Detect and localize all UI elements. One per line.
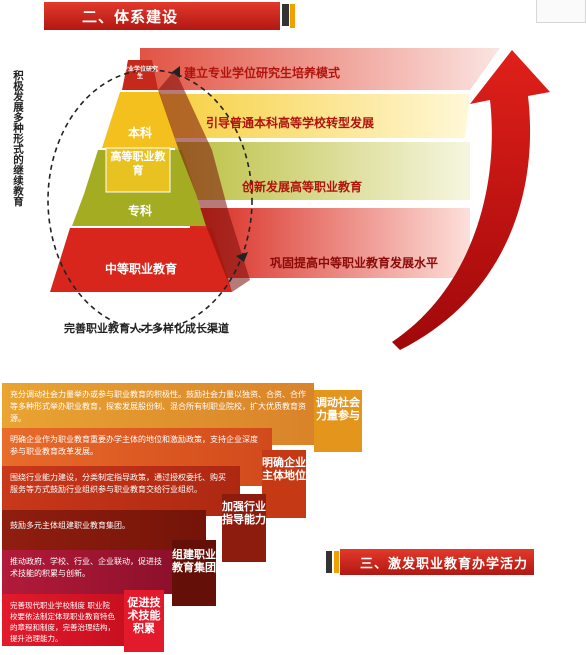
pyramid-level-college: 专科 <box>127 204 152 218</box>
section3-accent-orange <box>334 551 339 573</box>
section-header-vitality: 三、激发职业教育办学活力 <box>340 549 534 575</box>
band-text-undergrad: 引导普通本科高等学校转型发展 <box>206 116 375 130</box>
pyramid-tier-secondary <box>50 228 232 292</box>
step-text: 完善现代职业学校制度 职业院校要依法制定体现职业教育特色的章程和制度，完善治理结… <box>10 601 115 643</box>
pyramid-level-undergrad: 本科 <box>127 126 152 140</box>
pyramid-caption: 完善职业教育人才多样化成长渠道 <box>64 322 229 335</box>
section-title: 二、体系建设 <box>82 7 179 26</box>
section-header-system-building: 二、体系建设 <box>44 2 295 30</box>
pyramid-side-right <box>158 70 250 292</box>
pyramid-highlight <box>105 147 171 193</box>
step-text: 充分调动社会力量举办或参与职业教育的积极性。鼓励社会力量以独资、合资、合作等多种… <box>10 390 306 423</box>
pyramid-top-label: 专业学位研究生 <box>122 66 159 80</box>
cycle-arrowhead-top <box>172 66 180 78</box>
pyramid-tier-undergrad <box>102 92 178 148</box>
growth-arrow <box>392 50 550 350</box>
step-tech-text: 推动政府、学校、行业、企业联动，促进技术技能的积累与创新。 <box>2 550 172 594</box>
band-text-higher-vocational: 创新发展高等职业教育 <box>242 180 363 194</box>
corner-frame <box>536 0 586 23</box>
header-accent-dark <box>282 4 289 26</box>
band-higher-vocational <box>175 142 470 200</box>
section3-accent-dark <box>326 551 332 573</box>
step-school-system-text: 完善现代职业学校制度 职业院校要依法制定体现职业教育特色的章程和制度，完善治理结… <box>2 594 124 646</box>
cycle-arrowhead-right <box>236 252 248 262</box>
step-text: 围绕行业能力建设，分类制定指导政策，通过授权委托、购买服务等方式鼓励行业组织参与… <box>10 473 226 494</box>
pyramid-level-secondary: 中等职业教育 <box>104 262 177 276</box>
step-text: 明确企业作为职业教育重要办学主体的地位和激励政策，支持企业深度参与职业教育改革发… <box>10 435 258 456</box>
pyramid-tier-graduate <box>122 60 158 90</box>
step-enterprise-title: 明确企业主体地位 <box>262 450 306 518</box>
step-group-title: 组建职业教育集团 <box>172 540 216 606</box>
system-diagram <box>47 48 550 350</box>
header-accent-bar <box>290 4 295 28</box>
band-text-graduate: 建立专业学位研究生培养模式 <box>184 66 341 80</box>
step-text: 鼓励多元主体组建职业教育集团。 <box>10 521 130 530</box>
step-tech-title: 促进技术技能积累 <box>124 590 164 652</box>
continuing-education-label: 积极发展多种形式的继续教育 <box>12 70 24 207</box>
step-text: 推动政府、学校、行业、企业联动，促进技术技能的积累与创新。 <box>10 557 162 578</box>
band-graduate <box>140 48 500 90</box>
band-secondary <box>190 208 470 278</box>
step-industry-title: 加强行业指导能力 <box>222 494 266 562</box>
step-industry-text: 围绕行业能力建设，分类制定指导政策，通过授权委托、购买服务等方式鼓励行业组织参与… <box>2 466 240 516</box>
step-social-forces-title: 调动社会力量参与 <box>314 390 362 452</box>
pyramid-tier-college <box>72 194 206 226</box>
band-text-secondary: 巩固提高中等职业教育发展水平 <box>270 256 439 270</box>
pyramid-level-higher-vocational: 高等职业教育 <box>110 150 166 177</box>
band-undergrad <box>160 94 470 138</box>
section-title: 三、激发职业教育办学活力 <box>360 556 529 572</box>
cycle-arrow <box>47 69 253 331</box>
